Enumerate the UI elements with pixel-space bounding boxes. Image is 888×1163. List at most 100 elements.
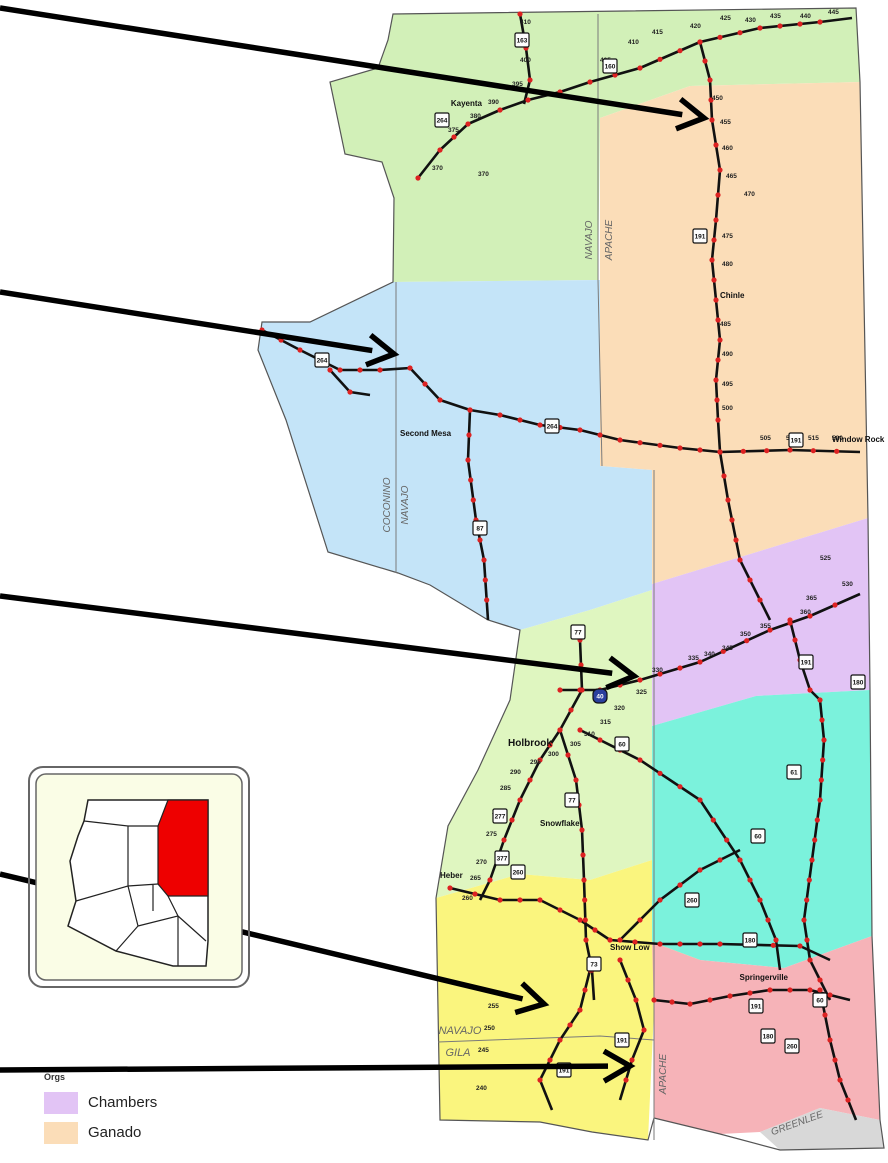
milepost-dot-132: [501, 837, 507, 843]
milepost-dot-59: [637, 440, 643, 446]
county-label-apache: APACHE: [658, 1053, 669, 1095]
milepost-dot-87: [747, 577, 753, 583]
route-shield-box: [614, 1032, 630, 1048]
milepost-dot-193: [677, 882, 683, 888]
milepost-dot-179: [577, 1007, 583, 1013]
milepost-dot-28: [717, 167, 723, 173]
route-shield-160: 160: [602, 58, 618, 74]
milepost-dot-154: [724, 837, 730, 843]
milepost-label-43: 320: [614, 705, 625, 712]
route-shield-number: 264: [437, 118, 448, 125]
route-shield-box: [850, 674, 866, 690]
milepost-dot-10: [657, 56, 663, 62]
north-green-region: [330, 8, 860, 282]
route-shield-box: [750, 828, 766, 844]
milepost-dot-0: [415, 175, 421, 181]
route-shield-number: 264: [317, 358, 328, 365]
pointer-arrow-west: [0, 289, 400, 368]
route-shield-377: 377: [494, 850, 510, 866]
milepost-label-16: 445: [828, 9, 839, 16]
route-shield-box: [602, 58, 618, 74]
milepost-dot-69: [327, 367, 333, 373]
route-shield-180: 180: [760, 1028, 776, 1044]
milepost-dot-121: [817, 977, 823, 983]
legend-label-ganado: Ganado: [88, 1124, 142, 1141]
milepost-dot-186: [633, 997, 639, 1003]
route-shield-180: 180: [742, 932, 758, 948]
town-label-heber: Heber: [440, 871, 463, 880]
milepost-dot-66: [787, 447, 793, 453]
milepost-dot-11: [677, 48, 683, 54]
milepost-dot-61: [677, 445, 683, 451]
route-shield-60: 60: [614, 736, 630, 752]
greenlee-grey-region: [760, 1108, 884, 1150]
milepost-label-59: 240: [476, 1085, 487, 1092]
milepost-dot-104: [792, 637, 798, 643]
pointer-arrow-ganado: [0, 5, 710, 132]
milepost-label-9: 410: [628, 39, 639, 46]
milepost-dot-67: [810, 448, 816, 454]
milepost-dot-101: [807, 613, 813, 619]
milepost-label-45: 310: [584, 731, 595, 738]
milepost-dot-74: [468, 477, 474, 483]
milepost-dot-38: [713, 377, 719, 383]
legend-item-chambers: Chambers: [44, 1092, 244, 1116]
route-shield-number: 377: [497, 856, 508, 863]
milepost-dot-192: [657, 897, 663, 903]
milepost-dot-108: [819, 717, 825, 723]
milepost-label-48: 295: [530, 759, 541, 766]
county-label-navajo: NAVAJO: [439, 1025, 482, 1037]
route-shield-box: [314, 352, 330, 368]
milepost-label-27: 500: [722, 405, 733, 412]
milepost-label-41: 330: [652, 667, 663, 674]
milepost-dot-191: [637, 917, 643, 923]
region-layer: [257, 7, 885, 1151]
milepost-dot-128: [537, 757, 543, 763]
milepost-dot-37: [715, 357, 721, 363]
route-shield-box: [564, 792, 580, 808]
route-shield-number: 180: [745, 938, 756, 945]
milepost-dot-32: [709, 257, 715, 263]
milepost-dot-142: [582, 897, 588, 903]
milepost-dot-205: [827, 992, 833, 998]
milepost-dot-26: [709, 117, 715, 123]
milepost-dot-125: [568, 707, 574, 713]
pointer-arrow-yellow: [0, 1048, 636, 1084]
arrow-head: [514, 981, 550, 1016]
chambers-region: [652, 518, 870, 726]
milepost-dot-119: [804, 937, 810, 943]
route-shield-box: [684, 892, 700, 908]
route-shield-number: 191: [695, 234, 706, 241]
milepost-dot-70: [347, 389, 353, 395]
arizona-locator-map: [28, 766, 250, 988]
legend-swatch-chambers: [44, 1092, 78, 1114]
milepost-label-38: 345: [722, 645, 733, 652]
route-shield-264: 264: [314, 352, 330, 368]
route-shield-box: [786, 764, 802, 780]
milepost-label-10: 415: [652, 29, 663, 36]
milepost-dot-181: [557, 1037, 563, 1043]
milepost-dot-75: [470, 497, 476, 503]
route-shield-number: 277: [495, 814, 506, 821]
milepost-dot-36: [717, 337, 723, 343]
milepost-label-14: 435: [770, 13, 781, 20]
milepost-label-40: 335: [688, 655, 699, 662]
milepost-dot-25: [708, 97, 714, 103]
milepost-dot-107: [817, 697, 823, 703]
ganado-region: [600, 82, 868, 584]
arrow-head: [602, 1048, 636, 1084]
route-shield-number: 260: [687, 898, 698, 905]
route-shield-277: 277: [492, 808, 508, 824]
milepost-dot-13: [717, 34, 723, 40]
milepost-dot-31: [711, 237, 717, 243]
milepost-label-24: 485: [720, 321, 731, 328]
legend-label-chambers: Chambers: [88, 1094, 158, 1111]
milepost-dot-198: [687, 1001, 693, 1007]
route-shield-box: [514, 32, 530, 48]
route-shield-box: [492, 808, 508, 824]
route-shield-box: [742, 932, 758, 948]
milepost-dot-204: [807, 987, 813, 993]
county-label-gila: GILA: [445, 1047, 470, 1059]
route-shield-number: 260: [787, 1044, 798, 1051]
